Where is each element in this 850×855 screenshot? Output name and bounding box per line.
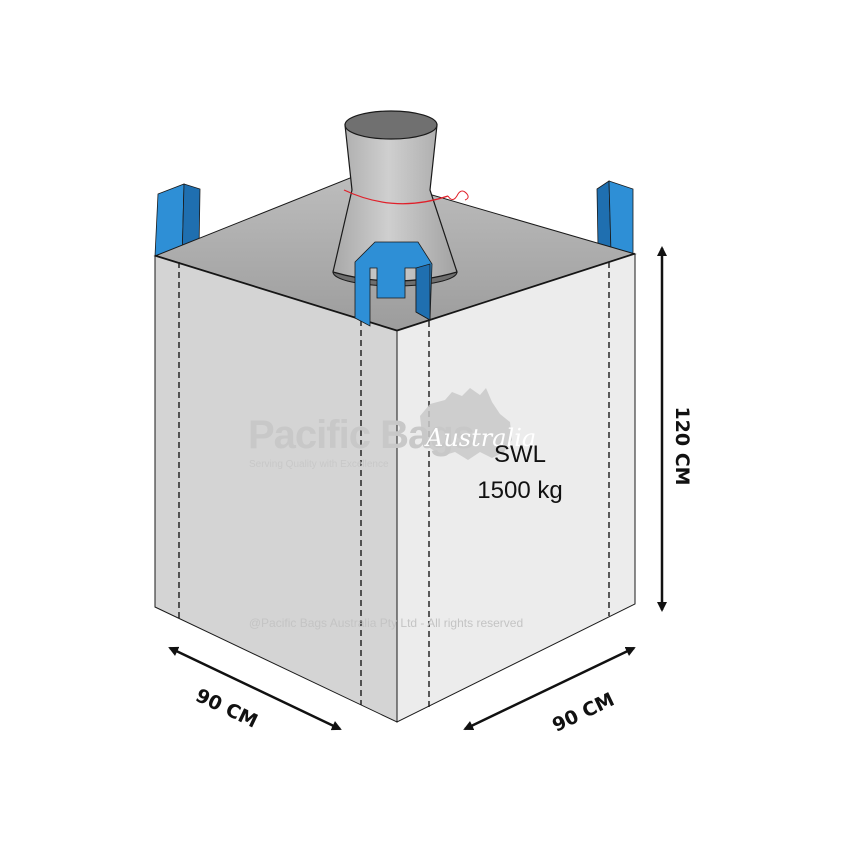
australia-map-icon [420, 388, 512, 460]
bag-right-face [396, 253, 636, 723]
right-width-dimension-arrow [463, 646, 636, 731]
height-label: 120 CM [671, 406, 693, 485]
swl-label: SWL [494, 441, 546, 468]
copyright-text: @Pacific Bags Australia Pty Ltd - All ri… [249, 616, 523, 630]
seam-lines [178, 262, 610, 707]
right-width-label: 90 CM [549, 688, 618, 736]
watermark-script: Australia [424, 424, 536, 452]
watermark-tagline: Serving Quality with Excellence [249, 459, 389, 470]
tie-string-icon [447, 190, 469, 201]
swl-value: 1500 kg [477, 477, 562, 504]
watermark: Pacific Bags Australia Serving Quality w… [248, 388, 536, 470]
front-loop [354, 241, 433, 327]
left-width-label: 90 CM [192, 684, 261, 732]
watermark-brand: Pacific Bags [248, 413, 474, 457]
left-width-dimension-arrow [168, 646, 342, 731]
